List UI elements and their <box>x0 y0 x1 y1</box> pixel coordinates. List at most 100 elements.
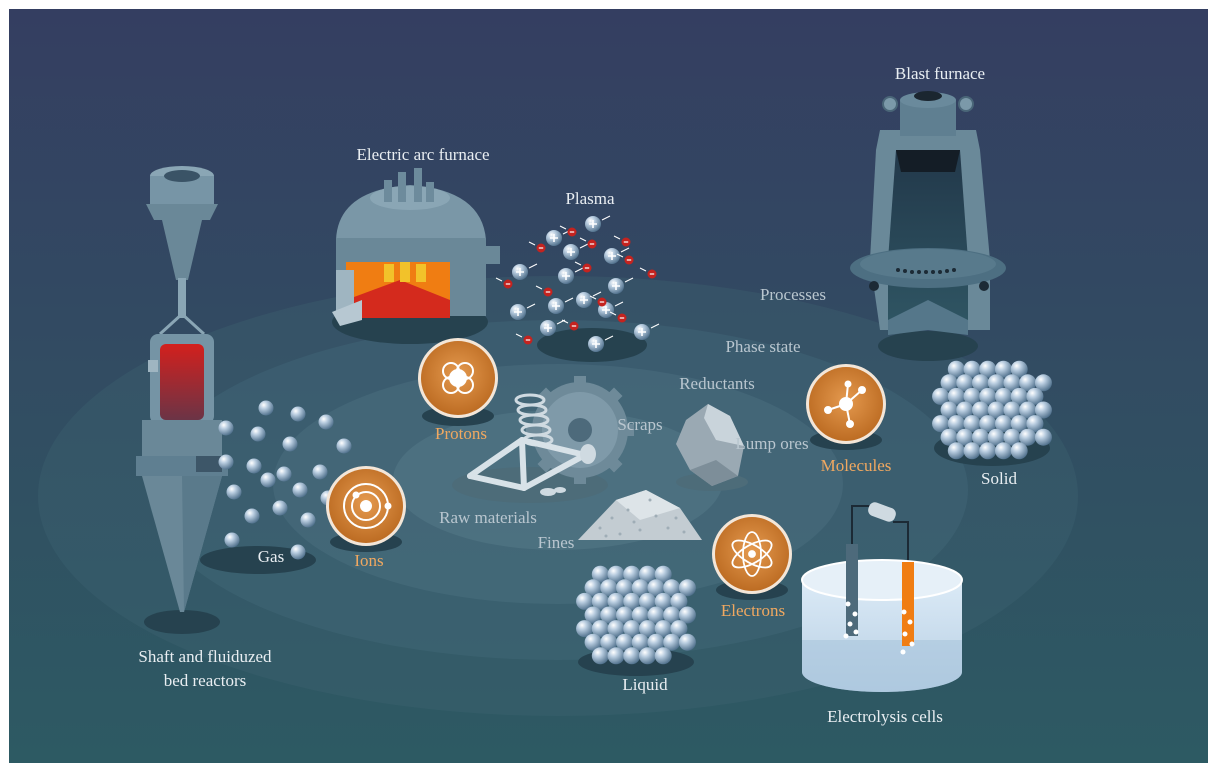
solid-particles-icon <box>932 360 1052 460</box>
gas-particle <box>290 406 306 422</box>
solid-particle <box>1003 401 1021 419</box>
liquid-particle <box>663 579 681 597</box>
plasma-ion <box>510 303 536 320</box>
solid-label: Solid <box>981 469 1017 488</box>
solid-particle <box>1003 374 1021 392</box>
liquid-particle <box>647 579 665 597</box>
gas-particle <box>292 482 308 498</box>
solid-particle <box>940 428 958 446</box>
plasma-electron <box>639 267 657 279</box>
plasma-electron <box>559 225 577 237</box>
blast-furnace-icon <box>850 91 1006 361</box>
solid-particle <box>1026 387 1044 405</box>
reductant-label-electrons: Electrons <box>721 601 785 620</box>
gas-particle <box>312 464 328 480</box>
gas-particle <box>250 426 266 442</box>
plasma-electron <box>616 253 634 265</box>
ring-label-reductants: Reductants <box>679 374 755 393</box>
liquid-particle <box>576 620 594 638</box>
plasma-electron <box>613 235 631 247</box>
shaft-reactor-icon <box>136 166 228 634</box>
plasma-label: Plasma <box>565 189 615 208</box>
plasma-ion <box>576 291 602 308</box>
liquid-particle <box>584 633 602 651</box>
plasma-electron <box>579 237 597 249</box>
gas-particle <box>246 458 262 474</box>
electron-badge <box>712 514 792 600</box>
liquid-particle <box>576 592 594 610</box>
solid-particle <box>1003 428 1021 446</box>
liquid-particle <box>654 647 672 665</box>
solid-particle <box>947 360 965 378</box>
solid-particle <box>956 428 974 446</box>
solid-particle <box>963 360 981 378</box>
liquid-particle <box>654 620 672 638</box>
gas-particle <box>224 532 240 548</box>
plasma-electron <box>589 295 607 307</box>
plasma-ion <box>540 319 566 336</box>
solid-particle <box>1019 428 1037 446</box>
liquid-particle <box>678 579 696 597</box>
ion-badge <box>326 466 406 552</box>
plasma-electron <box>515 333 533 345</box>
plasma-ion <box>585 215 611 232</box>
liquid-particle <box>623 565 641 583</box>
gas-shadow <box>200 546 316 574</box>
plasma-electron <box>535 285 553 297</box>
lump-ore-icon <box>676 404 748 491</box>
gas-particle <box>260 472 276 488</box>
label-lump-ores: Lump ores <box>735 434 808 453</box>
liquid-label: Liquid <box>622 675 668 694</box>
liquid-particle <box>631 633 649 651</box>
gas-particle <box>258 400 274 416</box>
liquid-particle <box>663 606 681 624</box>
liquid-particle <box>623 647 641 665</box>
gas-particles-icon <box>218 400 352 560</box>
liquid-particle <box>623 592 641 610</box>
plasma-particles-icon <box>495 215 660 352</box>
plasma-ion <box>608 277 634 294</box>
liquid-particle <box>591 620 609 638</box>
gas-particle <box>226 484 242 500</box>
liquid-particle <box>591 647 609 665</box>
liquid-particle <box>616 633 634 651</box>
solid-particle <box>947 387 965 405</box>
liquid-particle <box>647 633 665 651</box>
liquid-particle <box>631 606 649 624</box>
liquid-particle <box>600 606 618 624</box>
solid-particle <box>979 387 997 405</box>
plasma-electron <box>561 319 579 331</box>
liquid-particle <box>607 620 625 638</box>
liquid-particle <box>638 620 656 638</box>
liquid-particle <box>670 620 688 638</box>
label-scraps: Scraps <box>617 415 662 434</box>
liquid-particle <box>638 565 656 583</box>
gas-particle <box>244 508 260 524</box>
plasma-ion <box>563 243 589 260</box>
electric-arc-furnace-label: Electric arc furnace <box>356 145 489 164</box>
solid-particle <box>994 442 1012 460</box>
liquid-particle <box>631 579 649 597</box>
ring-label-processes: Processes <box>760 285 826 304</box>
solid-particle <box>1034 374 1052 392</box>
reductant-label-molecules: Molecules <box>821 456 892 475</box>
solid-particle <box>987 428 1005 446</box>
solid-particle <box>1010 360 1028 378</box>
solid-particle <box>979 415 997 433</box>
ring-label-raw-materials: Raw materials <box>439 508 537 527</box>
gas-particle <box>282 436 298 452</box>
solid-particle <box>940 374 958 392</box>
plasma-ion <box>512 263 538 280</box>
electric-arc-furnace-icon <box>332 168 500 344</box>
solid-particle <box>963 415 981 433</box>
liquid-particle <box>654 565 672 583</box>
liquid-particle <box>607 647 625 665</box>
liquid-particle <box>638 592 656 610</box>
proton-badge <box>418 338 498 426</box>
liquid-particle <box>638 647 656 665</box>
reductant-label-protons: Protons <box>435 424 487 443</box>
plasma-ion <box>548 297 574 314</box>
solid-particle <box>963 442 981 460</box>
